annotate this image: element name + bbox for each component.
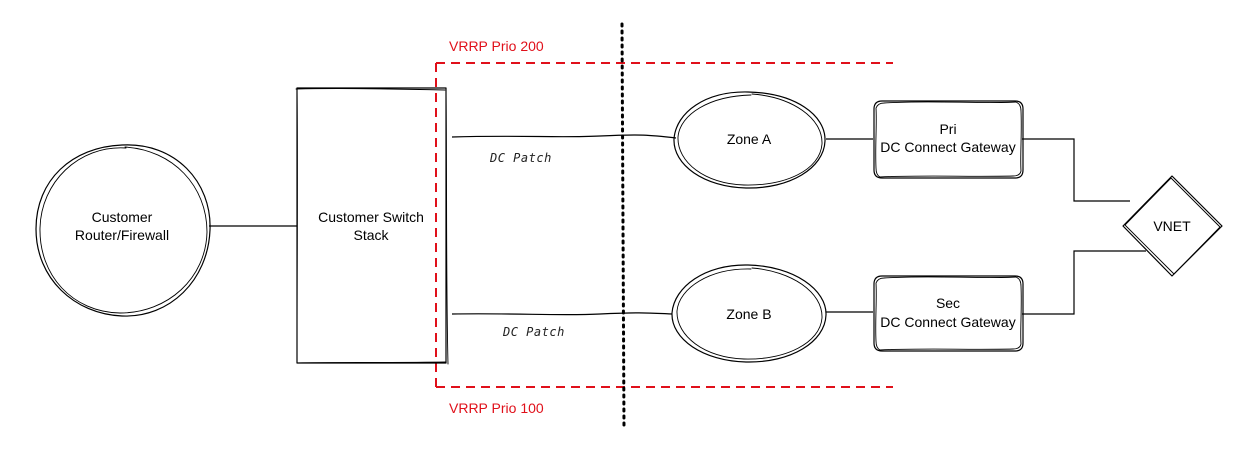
patch-a-label: DC Patch (489, 151, 552, 165)
pri-gateway-label-line1: Pri (939, 121, 956, 137)
vrrp-bottom-label: VRRP Prio 100 (449, 400, 544, 416)
pri-to-vnet-link (1022, 138, 1130, 202)
zone-b-node[interactable]: Zone B (671, 264, 827, 363)
vrrp-boundary (435, 62, 893, 388)
patch-b-link (451, 312, 673, 316)
vnet-node[interactable]: VNET (1122, 175, 1223, 277)
sec-gateway-node[interactable]: Sec DC Connect Gateway (873, 275, 1024, 352)
switch-stack-label-line2: Stack (353, 227, 389, 243)
customer-router-label-line2: Router/Firewall (75, 227, 169, 243)
pri-gateway-node[interactable]: Pri DC Connect Gateway (873, 100, 1024, 179)
switch-stack-label-line1: Customer Switch (318, 209, 424, 225)
zone-a-label: Zone A (727, 131, 772, 147)
sec-gateway-label-line1: Sec (936, 295, 960, 311)
switch-stack-node[interactable]: Customer Switch Stack (295, 87, 449, 365)
zone-a-node[interactable]: Zone A (673, 91, 826, 189)
demarcation-line (620, 22, 626, 430)
vrrp-top-label: VRRP Prio 200 (449, 38, 544, 54)
sec-gateway-label-line2: DC Connect Gateway (880, 314, 1015, 330)
sec-to-vnet-link (1022, 250, 1146, 315)
patch-b-label: DC Patch (502, 325, 565, 339)
pri-gateway-label-line2: DC Connect Gateway (880, 139, 1015, 155)
connectors (209, 134, 1146, 316)
zone-b-label: Zone B (726, 306, 771, 322)
patch-a-link (451, 134, 677, 139)
customer-router-node[interactable]: Customer Router/Firewall (35, 144, 211, 317)
vnet-label: VNET (1153, 218, 1191, 234)
customer-router-label-line1: Customer (92, 209, 153, 225)
